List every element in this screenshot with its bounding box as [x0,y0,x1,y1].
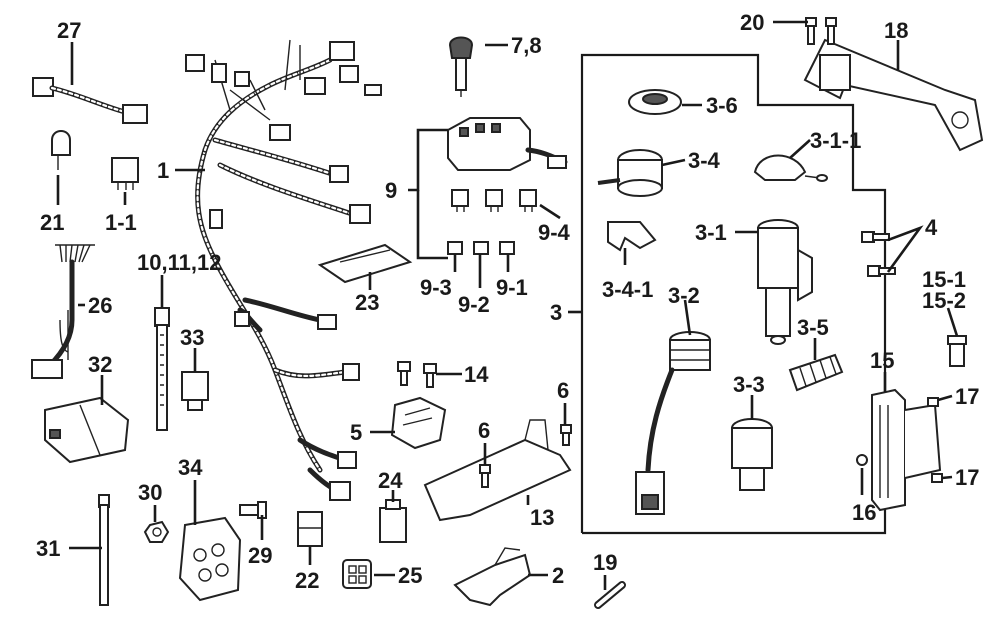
cap-3-6-part [628,89,682,115]
label-26: 26 [88,293,112,318]
fuses-9-part [447,241,515,255]
part-labels: 27 21 1-1 1 26 10,11,12 33 32 31 30 34 2… [36,10,979,593]
label-2: 2 [552,563,564,588]
label-3-5: 3-5 [797,315,829,340]
label-1-1: 1-1 [105,210,137,235]
cover-3-1-1-part [753,154,828,182]
label-4: 4 [925,215,938,240]
lock-3-4-part [597,149,663,197]
label-17b: 17 [955,465,979,490]
label-17a: 17 [955,384,979,409]
sticker-23-part [317,243,413,284]
label-23: 23 [355,290,379,315]
harness-26-part [31,244,95,379]
regulator-5-part [390,396,447,450]
grip-3-5-part [788,353,844,392]
label-9: 9 [385,178,397,203]
tie-strap-10-part [154,307,170,431]
label-3-4: 3-4 [688,148,721,173]
seat-lock-3-3-part [731,418,773,491]
label-21: 21 [40,210,64,235]
pin-19-part [594,581,626,609]
connector-22-part [297,511,323,547]
label-3-3: 3-3 [733,372,765,397]
bracket-13-part [423,419,572,522]
label-24: 24 [378,468,403,493]
key-7-8-part [448,36,474,97]
label-19: 19 [593,550,617,575]
plate-18-part [803,38,984,152]
label-3-2: 3-2 [668,283,700,308]
relays-9-4-part [451,189,537,212]
label-3-6: 3-6 [706,93,738,118]
label-3-1: 3-1 [695,220,727,245]
label-34: 34 [178,455,203,480]
label-7-8: 7,8 [511,33,542,58]
relay-1-1-part [111,157,139,190]
label-9-1: 9-1 [496,275,528,300]
label-31: 31 [36,536,60,561]
label-15: 15 [870,348,894,373]
label-9-4: 9-4 [538,220,571,245]
bolts-14-part [397,361,437,388]
label-33: 33 [180,325,204,350]
label-9-2: 9-2 [458,292,490,317]
clip-21-part [51,130,71,170]
nut-30-part [143,520,170,543]
label-13: 13 [530,505,554,530]
nut-16-part [856,454,868,466]
tie-31-part [98,494,110,606]
label-14: 14 [464,362,489,387]
label-10-11-12: 10,11,12 [137,250,221,275]
label-3-4-1: 3-4-1 [602,277,653,302]
label-32: 32 [88,352,112,377]
label-29: 29 [248,543,272,568]
label-18: 18 [884,18,908,43]
label-6b: 6 [557,378,569,403]
label-3-1-1: 3-1-1 [810,128,861,153]
label-27: 27 [57,18,81,43]
cover-15-part [871,388,942,512]
wire-harness-part [185,39,382,501]
label-25: 25 [398,563,422,588]
label-15-2: 15-2 [922,288,966,313]
cable-lock-3-2-part [635,331,711,515]
label-30: 30 [138,480,162,505]
label-1: 1 [157,158,169,183]
bracket-2-part [453,547,532,607]
label-16: 16 [852,500,876,525]
label-15-1: 15-1 [922,267,966,292]
cap-15-part [947,335,967,367]
label-20: 20 [740,10,764,35]
label-9-3: 9-3 [420,275,452,300]
unit-32-part [44,396,130,464]
connector-33-part [181,371,209,411]
bolts-4-part [861,231,896,277]
relay-box-9-part [447,117,568,171]
label-22: 22 [295,568,319,593]
clip-3-4-1-part [607,221,657,252]
label-3: 3 [550,300,562,325]
bolts-20-part [805,17,837,45]
ignition-3-1-part [757,219,813,345]
label-5: 5 [350,420,362,445]
label-6a: 6 [478,418,490,443]
connector-25-part [342,559,372,589]
connector-24-part [379,499,407,543]
leader-lines [56,20,959,590]
fuse-block-34-part [178,516,242,602]
sub-harness-27-part [32,77,148,124]
